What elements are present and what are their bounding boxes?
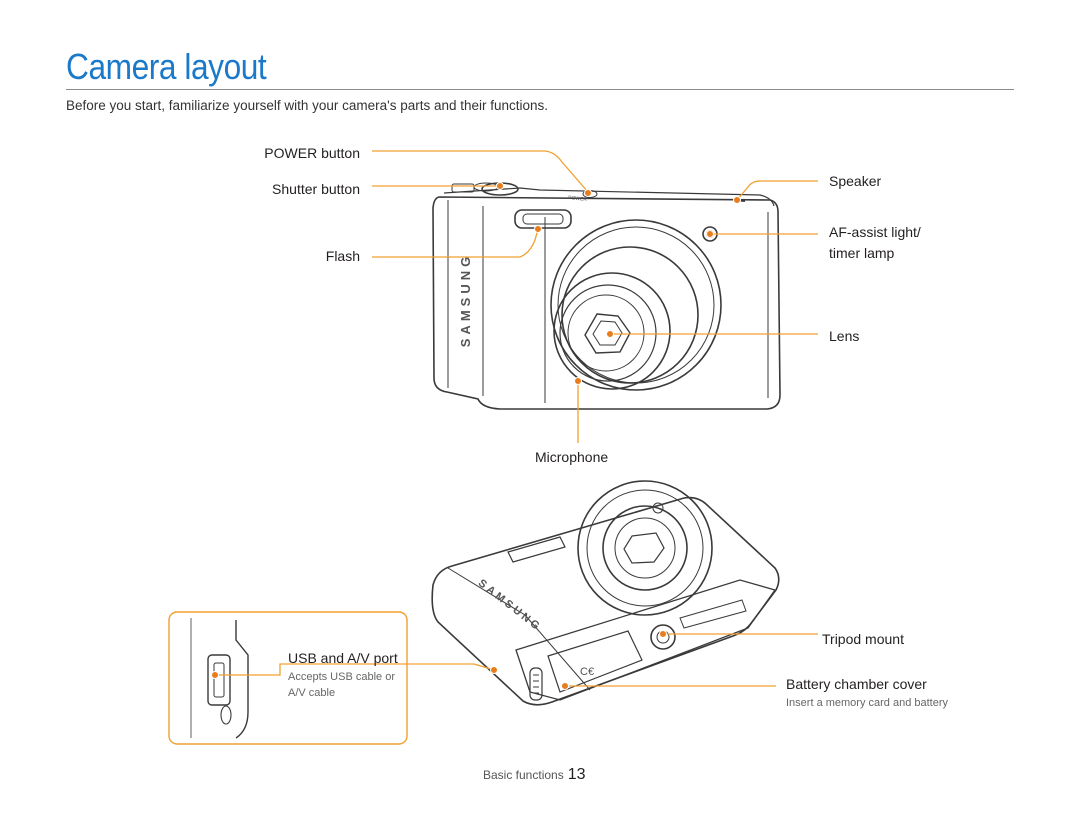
title-divider bbox=[66, 89, 1014, 90]
camera-front bbox=[432, 182, 781, 410]
label-flash: Flash bbox=[325, 248, 360, 264]
label-tripod-mount: Tripod mount bbox=[822, 631, 904, 647]
callout-dots bbox=[211, 182, 741, 690]
label-battery-sub: Insert a memory card and battery bbox=[786, 697, 949, 709]
footer-section: Basic functions bbox=[483, 768, 564, 782]
label-lens: Lens bbox=[829, 328, 860, 344]
label-usb-sub-line2: A/V cable bbox=[288, 687, 336, 699]
usb-inset-art bbox=[190, 618, 249, 739]
label-shutter-button: Shutter button bbox=[272, 181, 360, 197]
label-battery-cover: Battery chamber cover bbox=[786, 676, 927, 692]
intro-text: Before you start, familiarize yourself w… bbox=[66, 98, 549, 113]
ce-marking: C€ bbox=[580, 666, 594, 678]
page-title: Camera layout bbox=[66, 46, 267, 87]
label-af-assist-line2: timer lamp bbox=[829, 245, 895, 261]
brand-logo-bottom: SAMSUNG bbox=[476, 577, 544, 634]
label-usb-sub-line1: Accepts USB cable or bbox=[288, 671, 395, 683]
brand-logo-front: SAMSUNG bbox=[458, 253, 473, 347]
label-power-button: POWER button bbox=[264, 145, 360, 161]
page-number: 13 bbox=[567, 766, 586, 783]
label-speaker: Speaker bbox=[829, 173, 882, 189]
callout-lines bbox=[215, 150, 818, 687]
power-marking: POWER bbox=[568, 195, 588, 203]
label-usb-port: USB and A/V port bbox=[288, 650, 398, 666]
usb-inset-frame bbox=[168, 611, 408, 745]
label-microphone: Microphone bbox=[535, 449, 609, 465]
label-af-assist-line1: AF-assist light/ bbox=[829, 224, 921, 240]
camera-bottom bbox=[431, 480, 780, 706]
